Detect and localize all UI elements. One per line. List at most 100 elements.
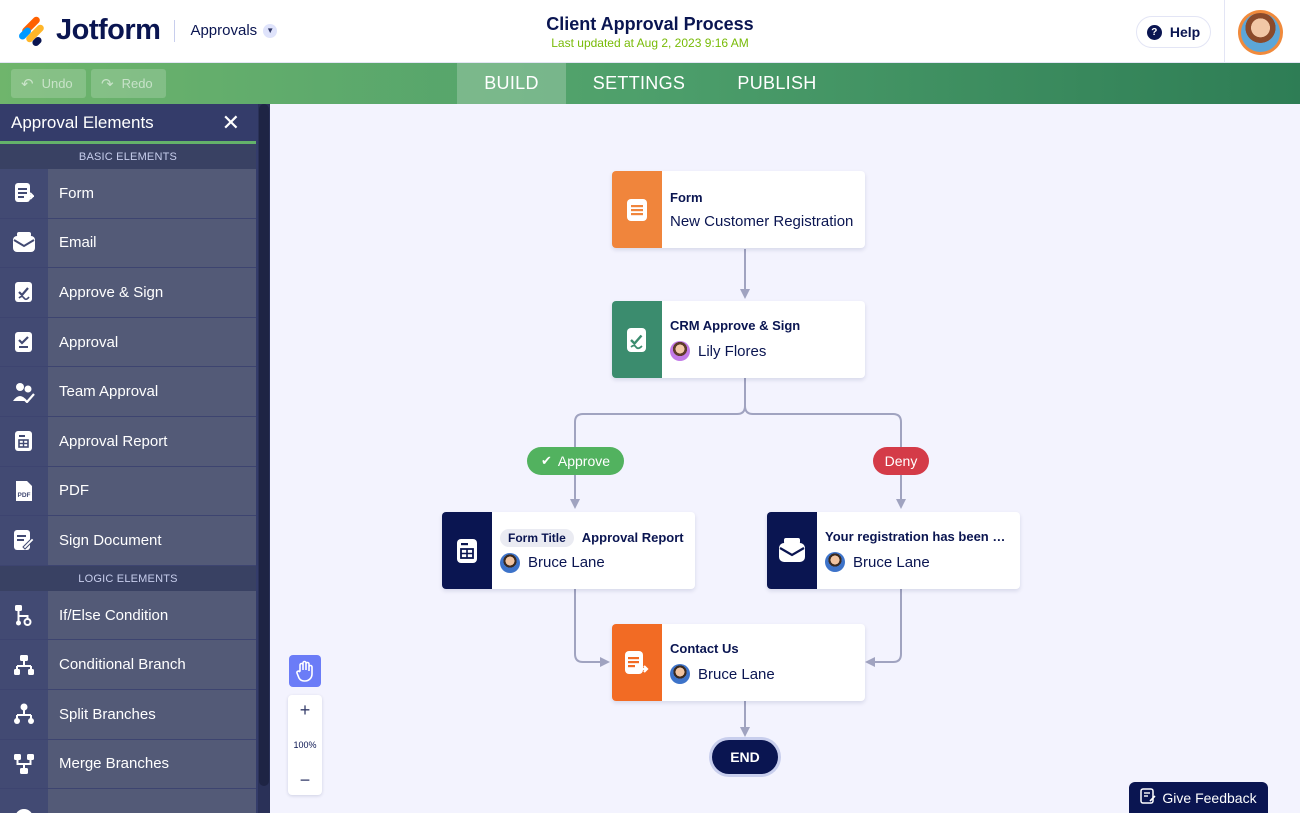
node-assignee: Lily Flores (670, 341, 857, 361)
sidebar-item-label: Form (48, 169, 256, 218)
split-branches-icon (0, 689, 48, 739)
node-title-text: Approval Report (581, 529, 684, 545)
form-title-block: Client Approval Process Last updated at … (450, 14, 850, 50)
flow-end-node[interactable]: END (712, 740, 778, 774)
end-flow-icon (0, 789, 48, 813)
flow-node-contact-us[interactable]: Contact Us Bruce Lane (612, 624, 865, 701)
logo-divider (174, 19, 176, 42)
sidebar-item-email[interactable]: Email (0, 218, 256, 269)
form-icon (0, 169, 48, 218)
undo-button[interactable]: ↶ Undo (11, 69, 86, 98)
assignee-name: Lily Flores (698, 342, 767, 360)
zoom-level: 100% (293, 740, 317, 750)
conditional-branch-icon (0, 640, 48, 689)
team-approval-icon (0, 367, 48, 416)
flow-node-form[interactable]: Form New Customer Registration (612, 171, 865, 248)
tab-build[interactable]: BUILD (457, 63, 566, 104)
feedback-icon (1140, 788, 1156, 807)
product-label: Approvals (190, 22, 258, 39)
zoom-in-button[interactable]: + (299, 700, 311, 720)
app-header: Jotform Approvals ▼ Client Approval Proc… (0, 0, 1300, 63)
panel-header: Approval Elements ✕ (0, 104, 256, 144)
assignee-avatar (500, 552, 520, 573)
logo-text: Jotform (56, 14, 161, 46)
last-updated-text: Last updated at Aug 2, 2023 9:16 AM (551, 36, 749, 50)
sidebar-item-sign-document[interactable]: Sign Document (0, 516, 256, 566)
sidebar-item-label (48, 789, 256, 813)
sidebar-item-conditional-branch[interactable]: Conditional Branch (0, 640, 256, 690)
tab-publish[interactable]: PUBLISH (737, 73, 817, 93)
approval-report-icon (442, 512, 492, 589)
assignee-name: Bruce Lane (698, 665, 775, 683)
sidebar-item-label: Approve & Sign (48, 268, 256, 317)
user-avatar[interactable] (1238, 10, 1283, 55)
sidebar-item-approval[interactable]: Approval (0, 317, 256, 368)
close-icon[interactable]: ✕ (221, 109, 240, 135)
sidebar-item-partial[interactable] (0, 789, 256, 813)
deny-branch-label[interactable]: Deny (873, 447, 929, 475)
give-feedback-button[interactable]: Give Feedback (1129, 782, 1268, 813)
sidebar-item-label: Conditional Branch (48, 640, 256, 689)
email-icon (0, 218, 48, 268)
node-assignee: Bruce Lane (500, 552, 687, 573)
jotform-logo-icon (17, 14, 46, 48)
page-title: Client Approval Process (546, 14, 754, 34)
sidebar-item-team-approval[interactable]: Team Approval (0, 367, 256, 417)
approve-sign-icon (0, 268, 48, 317)
redo-button[interactable]: ↷ Redo (91, 69, 166, 98)
flow-canvas[interactable]: Form New Customer Registration CRM Appro… (270, 104, 1300, 813)
flow-node-email[interactable]: Your registration has been denied Bruce … (767, 512, 1020, 589)
deny-label: Deny (884, 453, 918, 469)
chevron-down-icon: ▼ (263, 23, 278, 38)
approval-icon (0, 317, 48, 367)
tab-settings[interactable]: SETTINGS (592, 73, 686, 93)
form-node-icon (612, 171, 662, 248)
sidebar-item-label: Email (48, 218, 256, 268)
sidebar-scrollbar[interactable] (258, 104, 270, 813)
redo-icon: ↷ (101, 75, 114, 93)
flow-node-crm-approve-sign[interactable]: CRM Approve & Sign Lily Flores (612, 301, 865, 378)
assignee-avatar (825, 552, 845, 572)
hand-tool-button[interactable] (289, 655, 321, 687)
hand-icon (296, 660, 313, 682)
form-send-icon (612, 624, 662, 701)
sidebar-item-label: Approval Report (48, 416, 256, 466)
zoom-controls: + 100% − (288, 695, 322, 795)
sidebar-item-approve-sign[interactable]: Approve & Sign (0, 268, 256, 318)
node-title: CRM Approve & Sign (670, 318, 801, 333)
approval-report-icon (0, 416, 48, 466)
help-button[interactable]: ? Help (1136, 16, 1211, 48)
sidebar-item-split-branches[interactable]: Split Branches (0, 689, 256, 740)
assignee-avatar (670, 341, 690, 361)
panel-title: Approval Elements (11, 112, 154, 132)
sidebar-item-label: Approval (48, 317, 256, 367)
flow-connectors (570, 249, 906, 737)
sidebar-item-label: If/Else Condition (48, 590, 256, 640)
product-switcher[interactable]: Approvals ▼ (190, 22, 278, 39)
feedback-label: Give Feedback (1162, 789, 1257, 806)
assignee-name: Bruce Lane (528, 554, 605, 571)
merge-branches-icon (0, 739, 48, 789)
sidebar-item-label: Split Branches (48, 689, 256, 739)
node-title: Form (670, 189, 703, 205)
node-title: Contact Us (670, 641, 739, 656)
sidebar-item-if-else[interactable]: If/Else Condition (0, 590, 256, 641)
email-icon (767, 512, 817, 589)
sidebar-item-form[interactable]: Form (0, 169, 256, 219)
node-assignee: Bruce Lane (825, 552, 1012, 572)
assignee-avatar (670, 664, 690, 684)
section-logic-elements: LOGIC ELEMENTS (0, 565, 256, 591)
zoom-out-button[interactable]: − (299, 770, 311, 790)
help-label: Help (1169, 24, 1201, 40)
sidebar-item-label: Team Approval (48, 367, 256, 416)
sidebar-item-pdf[interactable]: PDF PDF (0, 466, 256, 517)
sidebar-item-approval-report[interactable]: Approval Report (0, 416, 256, 467)
assignee-name: Bruce Lane (853, 553, 930, 571)
approve-branch-label[interactable]: ✔ Approve (527, 447, 624, 475)
sidebar-item-merge-branches[interactable]: Merge Branches (0, 739, 256, 790)
approve-sign-icon (612, 301, 662, 378)
jotform-logo[interactable]: Jotform Approvals ▼ (17, 14, 278, 48)
redo-label: Redo (121, 76, 153, 91)
